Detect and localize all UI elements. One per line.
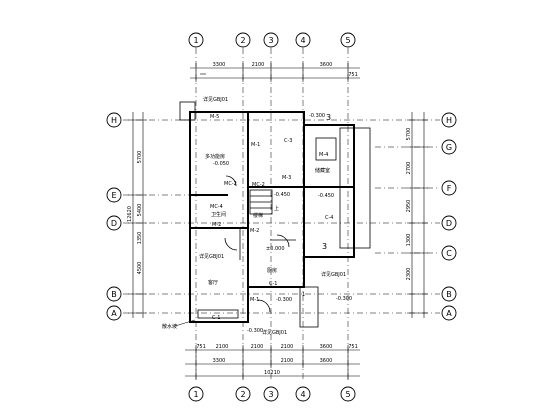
tag-mc4: MC-4 [210,204,223,210]
section-marks: 3 3 1 [302,113,331,298]
dimension-lines-right: 5700 2700 2950 1300 2300 [406,112,428,318]
dim-right-5: 2300 [406,268,412,281]
dimension-lines-bottom: 751 2100 2100 2100 3600 751 3300 2100 36… [185,344,360,380]
tag-c1-left: C-1 [212,315,220,321]
tag-c1-mid: C-1 [269,281,277,287]
dim-bottom-3: 2100 [251,344,264,350]
dim-top-1: 3300 [213,62,226,68]
dim-bottom-overall-1: 3300 [213,358,226,364]
grid-row-A-right: A [446,309,452,318]
dim-bottom-6: 751 [348,344,358,350]
grid-col-1-top: 1 [193,36,198,45]
dim-top-4: 751 [348,72,358,78]
callout-detail-left: 详见GBJ01 [199,253,224,260]
grid-col-2-bottom: 2 [240,390,245,399]
stair-up-mark: 上 [274,205,279,212]
tag-mc2-b: MC-2 [252,182,265,188]
room-bed-label: 多功能房 [205,153,225,160]
section-3-top: 3 [326,113,331,122]
callout-detail-bottom: 详见GBJ01 [262,329,287,336]
grid-col-5-bottom: 5 [345,390,350,399]
level-stair: -0.450 [274,192,290,198]
dim-right-4: 1300 [406,234,412,247]
room-labels: 多功能房 客厅 楼梯 厨房 卫生间 储藏室 上 [205,153,330,286]
grid-row-D-right: D [446,219,452,228]
dim-bottom-4: 2100 [281,344,294,350]
grid-row-E-left: E [111,191,116,200]
tag-m5: M-5 [210,114,219,120]
section-1: 1 [302,292,305,298]
dim-left-total: 12620 [127,206,133,222]
grid-row-bubbles-left: H E D B A [106,112,122,321]
dimension-lines-left: 5700 5400 1350 4500 12620 [127,112,147,318]
grid-row-H-right: H [446,116,452,125]
dim-bottom-2: 2100 [216,344,229,350]
grid-row-D-left: D [111,219,117,228]
dimension-lines-top: 3300 2100 3600 751 [190,62,360,82]
room-storage-label: 储藏室 [315,167,330,174]
grid-row-F-right: F [447,184,452,193]
level-upper: -0.300 [309,113,325,119]
detail-callouts: 详见GBJ01 详见GBJ01 详见GBJ01 详见GBJ01 散水坡 [162,96,346,336]
grid-col-4-top: 4 [300,36,305,45]
dim-top-2: 2100 [252,62,265,68]
tag-m1-top: M-1 [251,142,260,148]
dim-bottom-overall-3: 3600 [320,358,333,364]
level-rear: -0.300 [247,328,263,334]
grid-row-B-left: B [111,290,117,299]
door-window-tags: M-5 M-1 M-1 M-2 M-2 M-3 M-4 MC-2 MC-2 MC… [210,114,333,321]
level-bed: -0.050 [213,161,229,167]
grid-col-3-bottom: 3 [268,390,273,399]
dim-bottom-total: 10210 [264,370,280,376]
grid-row-B-right: B [446,290,452,299]
tag-c3: C-3 [284,138,292,144]
tag-mc2-a: MC-2 [224,181,237,187]
tag-m2-a: M-2 [212,222,221,228]
room-stair-label: 楼梯 [253,212,263,219]
dim-right-1: 5700 [406,128,412,141]
callout-scupper: 散水坡 [162,323,177,330]
grid-row-G-right: G [446,143,452,152]
dim-left-2: 5400 [137,204,143,217]
callout-detail-top: 详见GBJ01 [203,96,228,103]
dim-bottom-5: 3600 [320,344,333,350]
section-3-mid: 3 [322,242,327,251]
grid-row-bubbles-right: H G F D C B A [441,112,457,321]
grid-col-2-top: 2 [240,36,245,45]
room-living-label: 客厅 [208,279,218,286]
grid-row-C-right: C [446,249,452,258]
grid-column-bubbles-top: 1 2 3 4 5 [188,32,356,48]
grid-row-H-left: H [111,116,117,125]
building-walls [179,101,371,328]
dim-right-3: 2950 [406,200,412,213]
room-wc-label: 卫生间 [211,211,226,218]
room-dining-label: 厨房 [267,267,277,274]
level-right: -0.450 [318,193,334,199]
level-hall: ±0.000 [266,246,285,252]
dim-right-2: 2700 [406,162,412,175]
dim-top-3: 3600 [320,62,333,68]
grid-row-A-left: A [111,309,117,318]
tag-m1-bottom: M-1 [250,297,259,303]
dim-left-1: 5700 [137,151,143,164]
dim-bottom-overall-2: 2100 [281,358,294,364]
tag-m2-b: M-2 [250,228,259,234]
grid-lines [123,48,440,380]
tag-m4: M-4 [319,152,328,158]
grid-column-bubbles-bottom: 1 2 3 4 5 [188,386,356,402]
grid-col-4-bottom: 4 [300,390,305,399]
dim-left-3: 1350 [137,232,143,245]
dim-left-4: 4500 [137,262,143,275]
tag-m3: M-3 [282,175,291,181]
grid-col-5-top: 5 [345,36,350,45]
tag-c4: C-4 [325,215,333,221]
dim-bottom-1: 751 [196,344,206,350]
callout-detail-right: 详见GBJ01 [321,271,346,278]
grid-col-3-top: 3 [268,36,273,45]
level-porch: -0.300 [336,296,352,302]
level-entry: -0.300 [276,297,292,303]
grid-col-1-bottom: 1 [193,390,198,399]
level-marks: -0.300 -0.050 -0.450 -0.450 ±0.000 -0.30… [213,113,352,334]
